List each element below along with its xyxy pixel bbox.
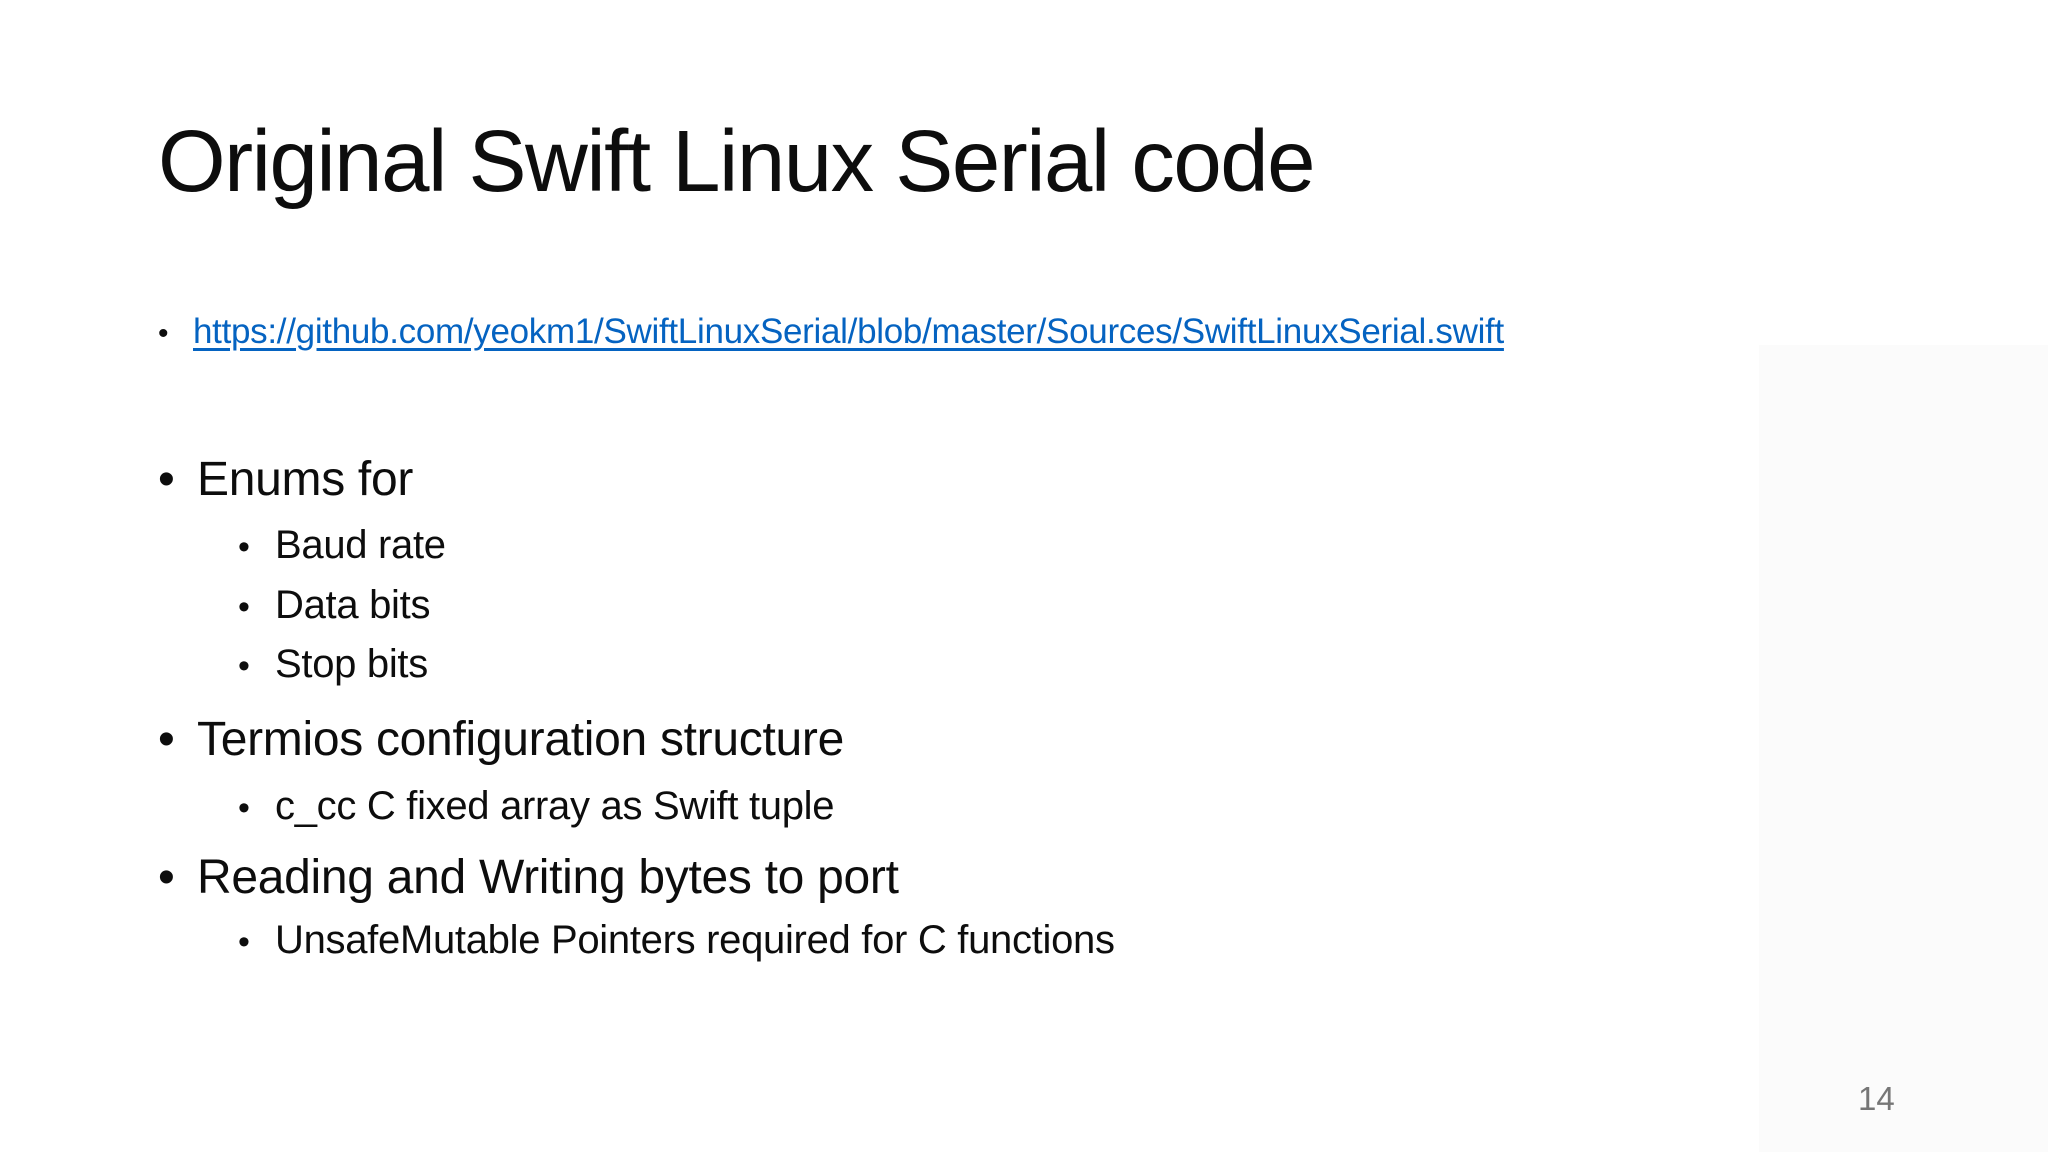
link-bullet-line: • https://github.com/yeokm1/SwiftLinuxSe… [158,310,1504,356]
slide-page-number: 14 [1858,1080,1895,1117]
bullet-label: Reading and Writing bytes to port [197,851,899,904]
bullet-line-enums: • Enums for [158,452,413,508]
bullet-label: Termios configuration structure [197,713,844,766]
sub-bullet-label: Stop bits [275,642,428,686]
bullet-marker: • [238,789,250,827]
window-shadow-artifact [1759,345,2048,1152]
bullet-marker: • [158,851,175,904]
bullet-marker: • [238,588,250,626]
sub-bullet-line-c-cc-tuple: • c_cc C fixed array as Swift tuple [238,782,835,832]
bullet-marker: • [158,713,175,766]
sub-bullet-line-stop-bits: • Stop bits [238,640,428,690]
bullet-marker: • [238,923,250,961]
bullet-marker: • [238,528,250,566]
sub-bullet-label: c_cc C fixed array as Swift tuple [275,784,835,828]
bullet-label: Enums for [197,453,414,506]
sub-bullet-label: UnsafeMutable Pointers required for C fu… [275,918,1115,962]
bullet-marker: • [158,453,175,506]
sub-bullet-line-unsafe-mutable: • UnsafeMutable Pointers required for C … [238,916,1115,966]
slide-title: Original Swift Linux Serial code [158,113,1316,210]
bullet-line-reading-writing: • Reading and Writing bytes to port [158,850,899,906]
github-source-link[interactable]: https://github.com/yeokm1/SwiftLinuxSeri… [193,312,1504,351]
bullet-line-termios: • Termios configuration structure [158,712,844,768]
bullet-marker: • [158,317,169,350]
bullet-marker: • [238,647,250,685]
sub-bullet-line-data-bits: • Data bits [238,581,430,631]
sub-bullet-label: Data bits [275,583,431,627]
sub-bullet-line-baud-rate: • Baud rate [238,521,446,571]
sub-bullet-label: Baud rate [275,523,446,567]
